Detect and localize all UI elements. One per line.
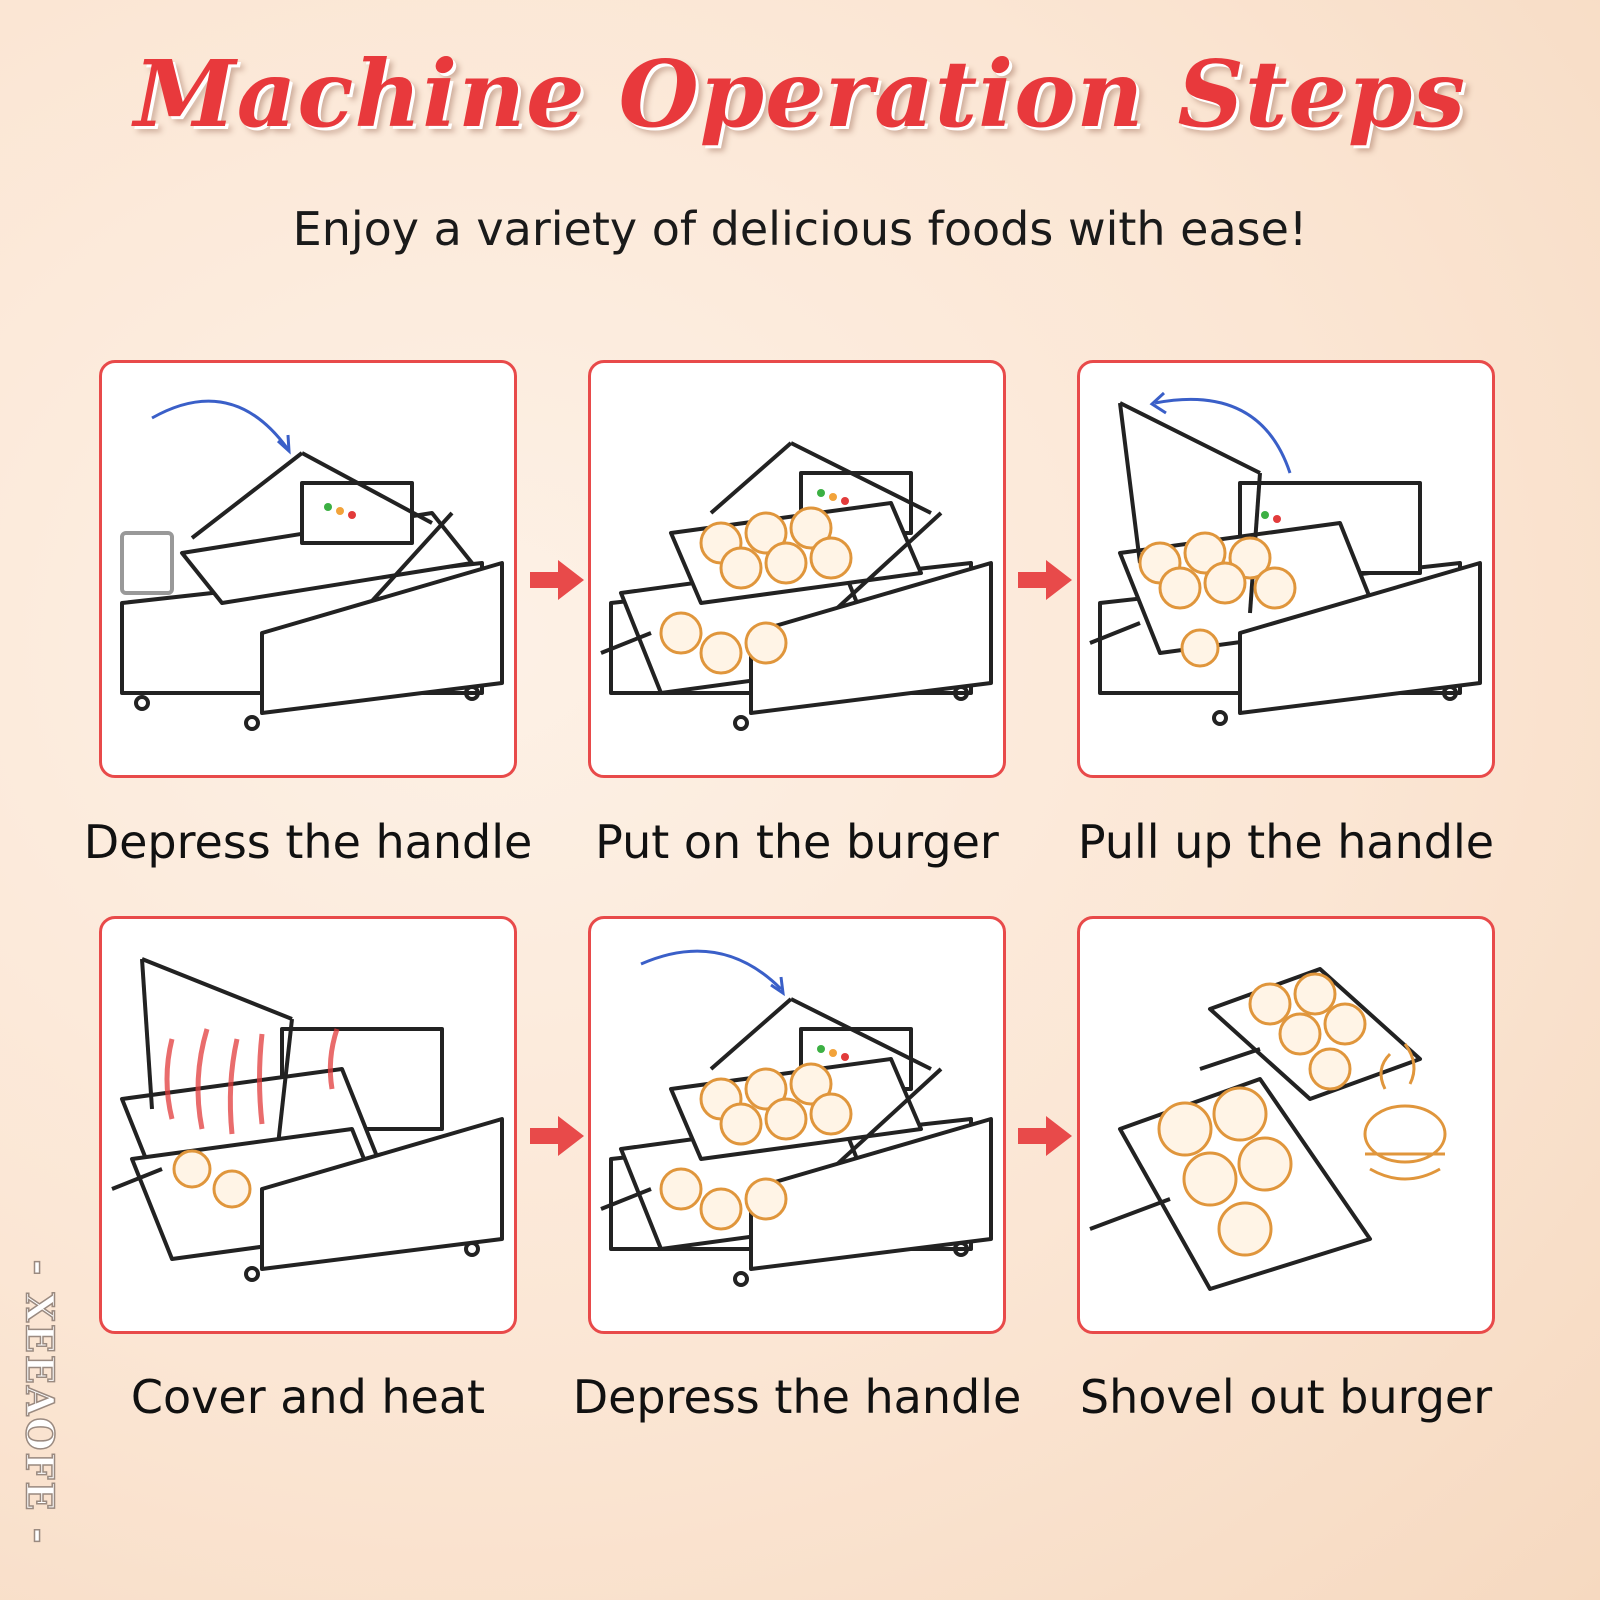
arrow-right-icon (530, 1116, 584, 1156)
arrow-right-icon (530, 560, 584, 600)
machine-handle-down-illustration (120, 399, 504, 731)
step-5-caption: Depress the handle (572, 1370, 1022, 1424)
step-6-caption: Shovel out burger (1079, 1370, 1493, 1424)
step-6-panel (1077, 916, 1495, 1334)
step-2-caption: Put on the burger (595, 815, 999, 869)
machine-heating-illustration (111, 957, 504, 1282)
burger-trays-illustration (1089, 967, 1447, 1291)
step-1-caption: Depress the handle (83, 815, 533, 869)
step-4-panel (99, 916, 517, 1334)
page-title: Machine Operation Steps (133, 40, 1467, 148)
step-1-panel (99, 360, 517, 778)
machine-handle-down-loaded-illustration (600, 949, 993, 1287)
step-3-caption: Pull up the handle (1077, 815, 1495, 869)
arrow-right-icon (1018, 1116, 1072, 1156)
machine-burger-loaded-illustration (600, 441, 993, 731)
step-5-panel (588, 916, 1006, 1334)
step-3-panel (1077, 360, 1495, 778)
page-subtitle: Enjoy a variety of delicious foods with … (292, 202, 1308, 256)
machine-handle-up-illustration (1089, 391, 1482, 726)
step-2-panel (588, 360, 1006, 778)
brand-watermark: - XEEAOFE - (17, 1259, 64, 1546)
arrow-right-icon (1018, 560, 1072, 600)
step-4-caption: Cover and heat (130, 1370, 486, 1424)
